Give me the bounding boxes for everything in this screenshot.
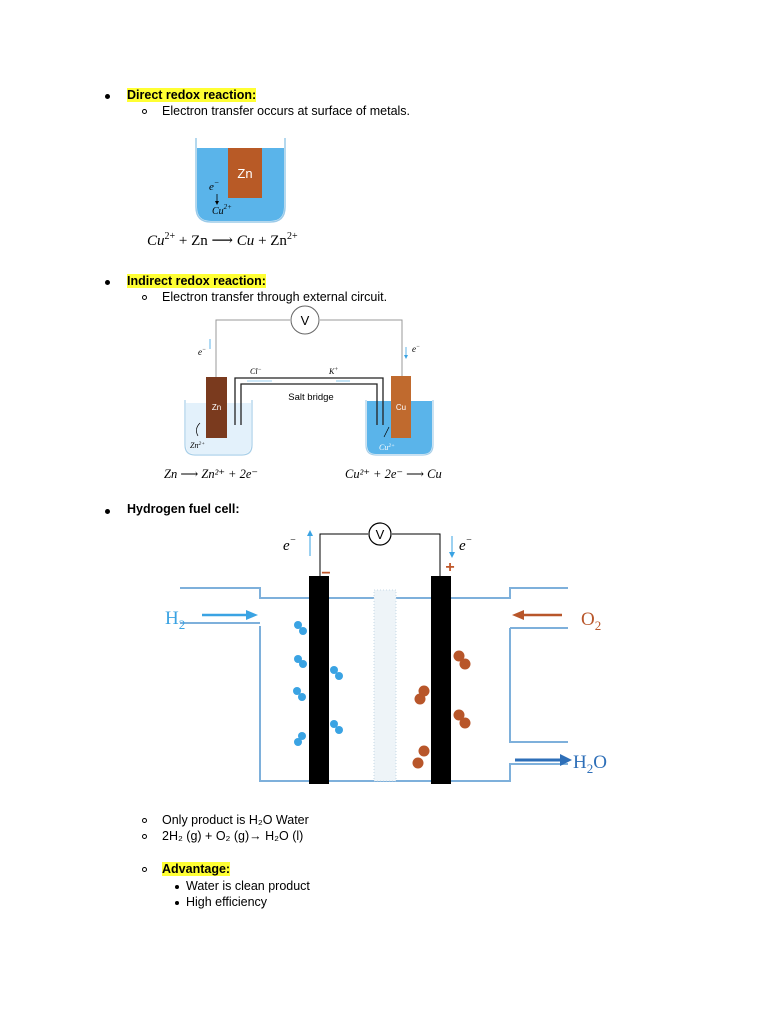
advantage-item: High efficiency (186, 895, 268, 909)
oxygen-molecules (412, 650, 471, 769)
voltmeter-label: V (301, 313, 310, 328)
advantage-item: Water is clean product (186, 879, 310, 893)
hydrogen-molecules (293, 621, 343, 746)
subbullet-note-2 (142, 834, 147, 839)
anode (309, 576, 329, 784)
cu-ion-label: Cu (212, 206, 224, 217)
note-reaction: 2H₂ (g) + O₂ (g)→ H₂O (l) (162, 829, 304, 843)
h2-label: H2 (165, 608, 185, 632)
h2o-label: H2O (573, 752, 607, 776)
voltmeter (368, 522, 392, 546)
svg-text:e−: e− (412, 344, 420, 354)
svg-text:Zn2+: Zn2+ (190, 441, 205, 450)
fuel-cell-heading: Hydrogen fuel cell: (127, 502, 240, 516)
subbullet-indirect (142, 295, 147, 300)
salt-bridge-label: Salt bridge (288, 392, 333, 403)
bullet-indirect (105, 280, 110, 285)
bullet-advantage-2 (175, 901, 179, 905)
svg-text:Cu: Cu (396, 403, 406, 412)
bullet-fuel-cell (105, 509, 110, 514)
fuel-cell-diagram: V e− e− − + H2 O2 H2O (165, 522, 607, 784)
svg-text:V: V (376, 527, 385, 542)
bullet-direct (105, 94, 110, 99)
svg-text:Cu2+: Cu2+ (212, 203, 232, 217)
note-only-product: Only product is H₂O Water (162, 813, 309, 827)
cu-electrode (391, 376, 411, 438)
membrane (373, 589, 397, 782)
galvanic-cell-diagram: V e− e− Cl− K+ Salt bridge Zn Cu Zn2+ Cu… (184, 305, 434, 456)
zn-electrode (206, 377, 227, 438)
bullet-advantage-1 (175, 885, 179, 889)
cu-half-equation: Cu²⁺ + 2e⁻ ⟶ Cu (345, 467, 442, 481)
subbullet-advantage (142, 867, 147, 872)
svg-text:K+: K+ (328, 367, 338, 376)
zn-strip (228, 148, 262, 198)
cathode (431, 576, 451, 784)
cathode-sign: + (445, 559, 454, 576)
svg-text:e−: e− (198, 347, 206, 357)
zn-label: Zn (237, 166, 252, 181)
zn-half-equation: Zn ⟶ Zn²⁺ + 2e⁻ (164, 467, 259, 481)
direct-redox-heading: Direct redox reaction: (127, 88, 257, 102)
subbullet-direct (142, 109, 147, 114)
direct-redox-description: Electron transfer occurs at surface of m… (162, 104, 411, 118)
svg-text:e−: e− (209, 178, 219, 193)
electron-label: e (209, 181, 214, 193)
indirect-redox-description: Electron transfer through external circu… (162, 290, 388, 304)
svg-text:Zn: Zn (212, 403, 221, 412)
advantage-heading: Advantage: (162, 862, 231, 876)
subbullet-note-1 (142, 818, 147, 823)
direct-redox-diagram: Zn e− Cu2+ (195, 138, 286, 223)
o2-label: O2 (581, 609, 601, 633)
voltmeter (290, 305, 320, 335)
direct-redox-equation: Cu2+ + Zn ⟶ Cu + Zn2+ (147, 231, 298, 249)
anode-sign: − (321, 565, 330, 582)
e-right: e− (459, 535, 472, 554)
indirect-redox-heading: Indirect redox reaction: (127, 274, 266, 288)
svg-text:Cu2+: Cu2+ (379, 443, 395, 452)
e-left: e− (283, 535, 296, 554)
svg-text:Cl−: Cl− (250, 367, 262, 376)
